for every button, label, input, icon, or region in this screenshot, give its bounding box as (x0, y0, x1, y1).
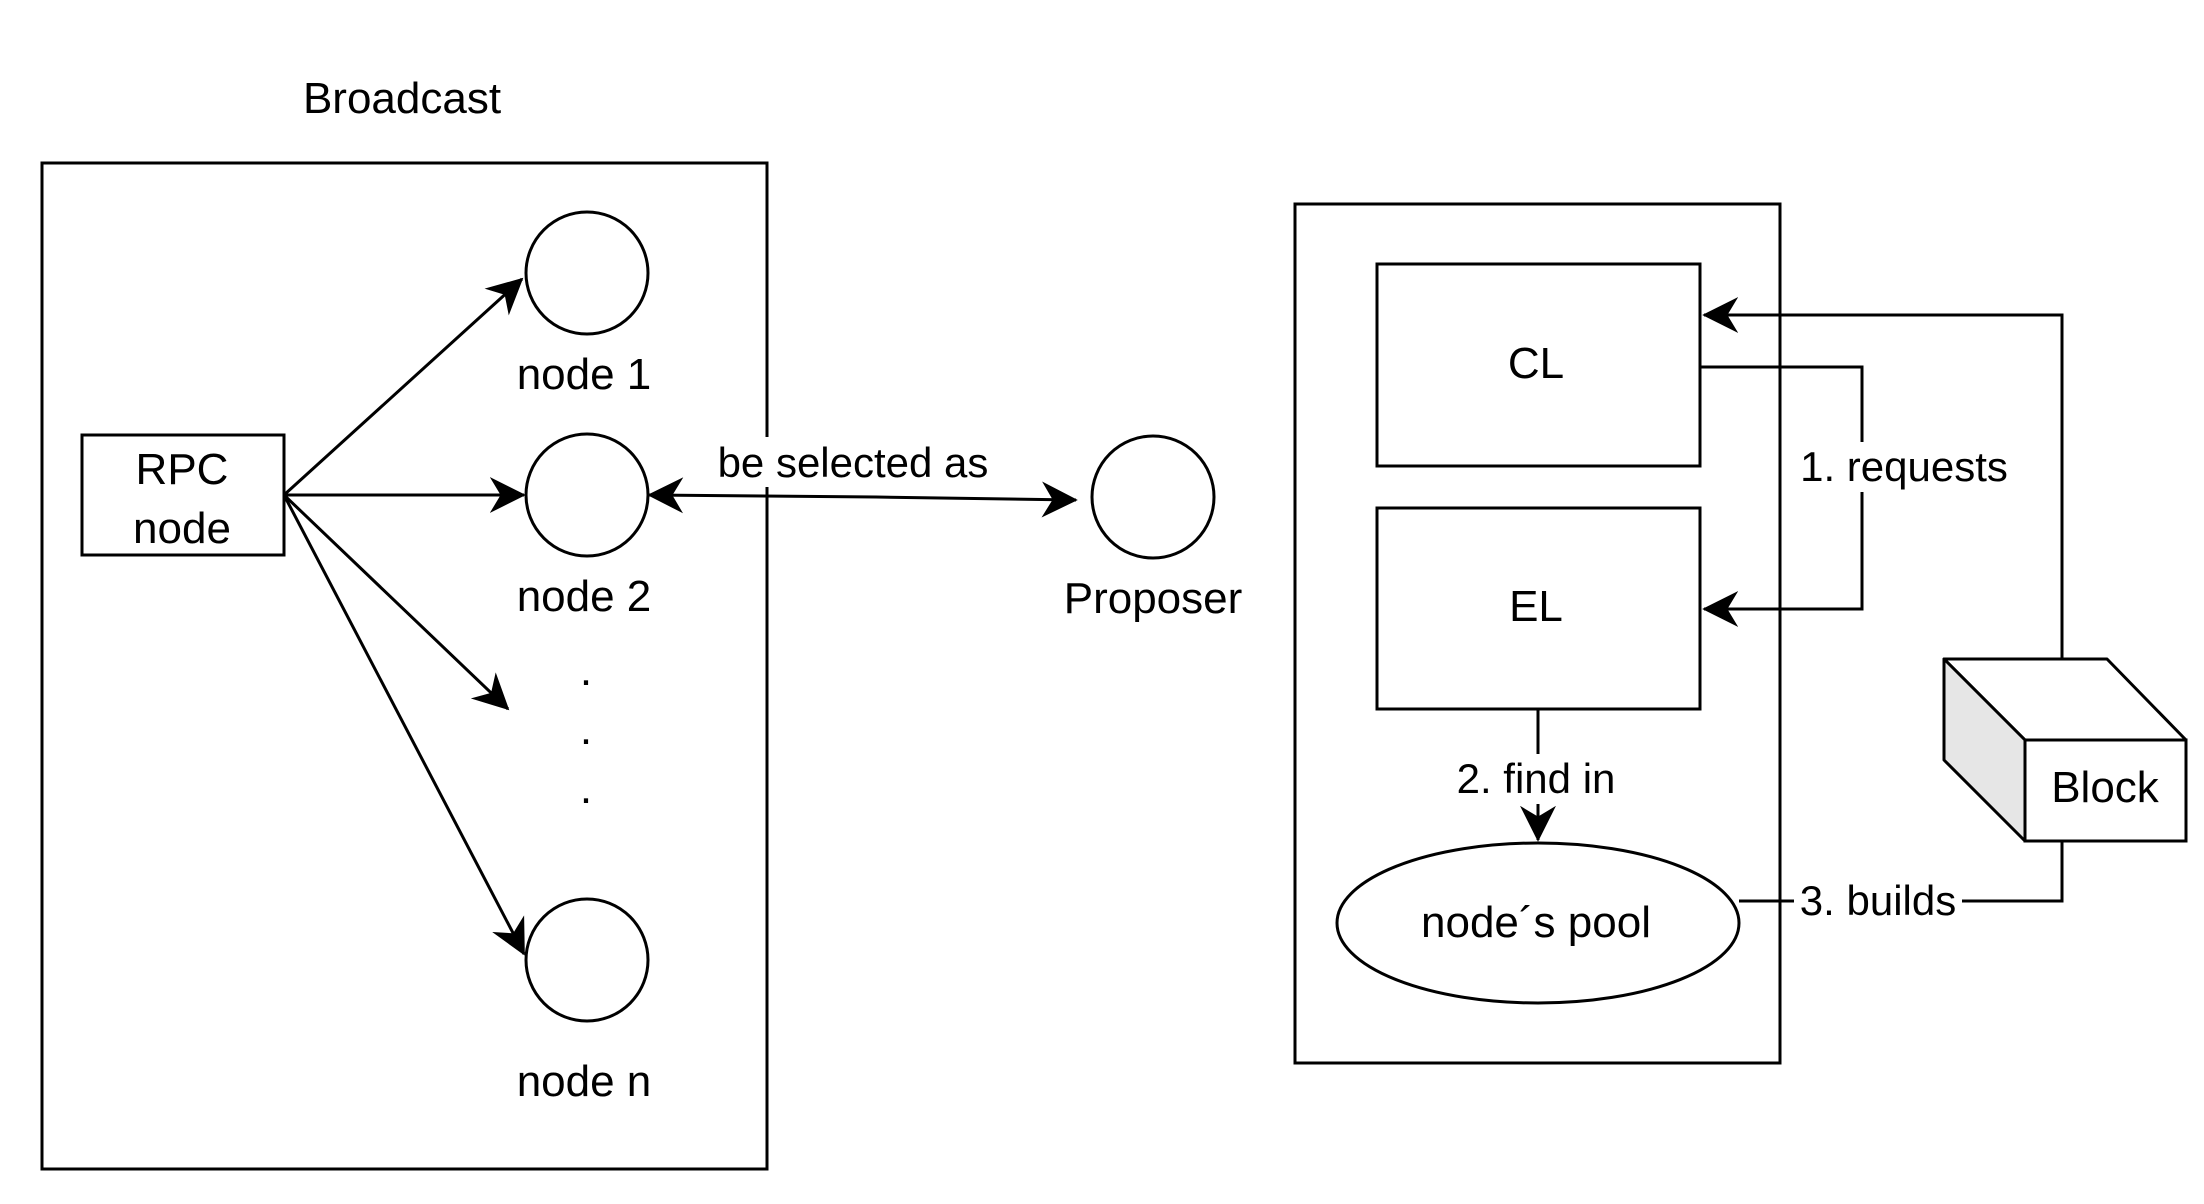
block-front-face (2023, 738, 2188, 843)
arrow-to-node-n (282, 494, 526, 956)
el-label: EL (1509, 582, 1563, 631)
broadcast-container (40, 161, 769, 1171)
node-n-circle (524, 897, 650, 1023)
proposer-circle (1090, 434, 1216, 560)
find-in-label: 2. find in (1457, 755, 1616, 802)
node-2-label: node 2 (517, 572, 652, 621)
find-in-edge: 2. find in (1440, 709, 1636, 842)
requests-label: 1. requests (1800, 443, 2008, 490)
ellipsis-dot-3: . (580, 764, 592, 813)
proposer-label: Proposer (1064, 574, 1243, 623)
selection-edge: be selected as (647, 437, 1078, 518)
requests-edge: 1. requests (1700, 365, 2018, 627)
broadcast-arrows (282, 277, 526, 956)
node-1-circle (524, 210, 650, 336)
block-cube: Block (1942, 657, 2188, 843)
selection-arrow (647, 477, 1078, 518)
node-1-label: node 1 (517, 350, 652, 399)
selection-label-bg (702, 437, 1004, 487)
requests-label-bg (1790, 442, 2018, 492)
arrow-to-node-1 (282, 277, 524, 497)
cl-box (1375, 262, 1702, 468)
ellipsis-dot-2: . (580, 705, 592, 754)
rpc-node: RPC node (80, 433, 286, 557)
find-in-label-bg (1440, 754, 1636, 804)
block-label: Block (2051, 763, 2160, 812)
builds-label: 3. builds (1800, 877, 1956, 924)
node-n-label: node n (517, 1057, 652, 1106)
el-box (1375, 506, 1702, 711)
pool-label: node´s pool (1421, 898, 1651, 947)
broadcast-title: Broadcast (303, 74, 501, 123)
client-container (1293, 202, 1782, 1065)
selection-label: be selected as (718, 439, 989, 486)
rpc-node-box (80, 433, 286, 557)
ellipsis-dot-1: . (580, 646, 592, 695)
node-2-circle (524, 432, 650, 558)
arrow-to-ellipsis (282, 493, 510, 711)
cl-label: CL (1508, 339, 1564, 388)
rpc-node-label-line1: RPC (136, 445, 229, 494)
rpc-node-label-line2: node (133, 504, 231, 553)
pool-ellipse (1335, 841, 1741, 1005)
builds-label-bg (1794, 876, 1962, 926)
